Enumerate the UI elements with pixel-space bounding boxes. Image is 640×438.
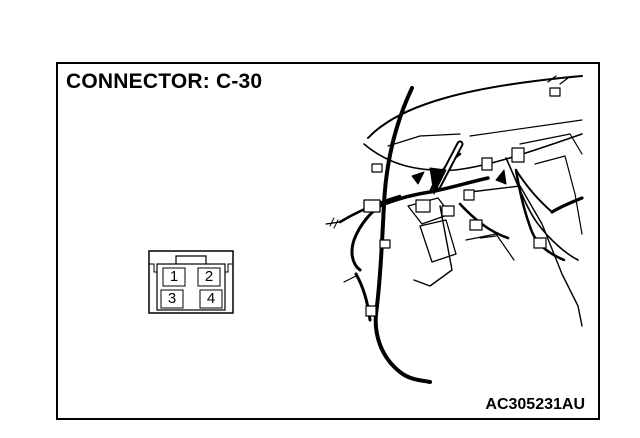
diagram-frame xyxy=(56,62,600,420)
pin-4-label: 4 xyxy=(206,290,216,307)
pin-1-label: 1 xyxy=(169,268,179,285)
wiring-harness-illustration xyxy=(325,75,584,384)
pin-3-label: 3 xyxy=(167,290,177,307)
connector-title: CONNECTOR: C-30 xyxy=(66,70,263,93)
connector-outline xyxy=(148,250,234,314)
figure-code: AC305231AU xyxy=(485,396,585,413)
connector-face-diagram: 1 2 3 4 xyxy=(148,250,234,314)
pin-2-label: 2 xyxy=(204,268,214,285)
